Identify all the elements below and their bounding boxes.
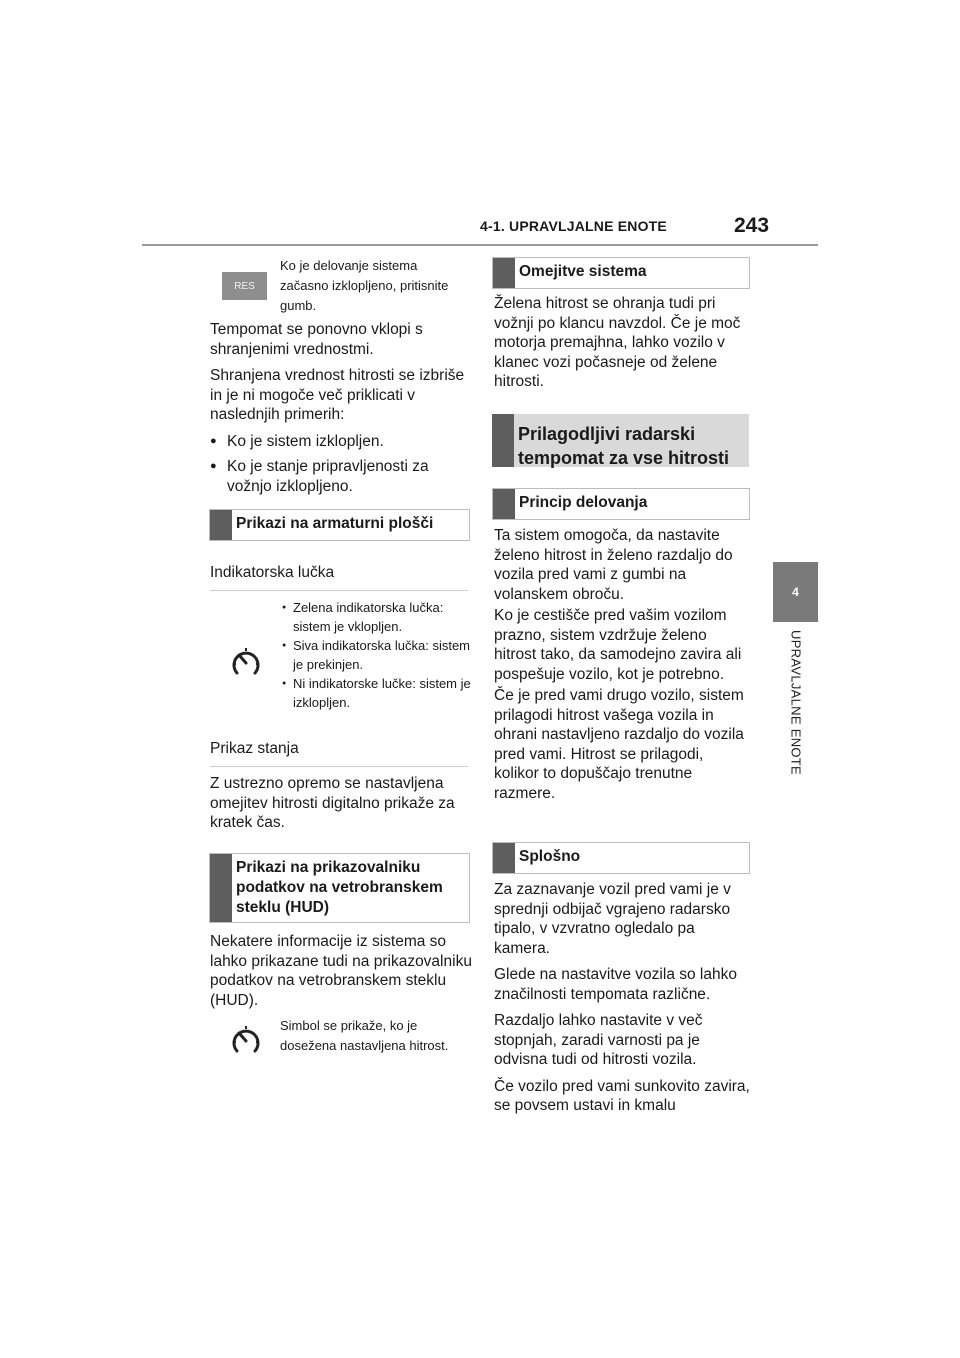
paragraph: Z ustrezno opremo se nastavljena omejite… [210,775,455,831]
paragraph: Želena hitrost se ohranja tudi pri vožnj… [494,295,741,390]
res-button-icon: RES [222,272,267,300]
paragraph: Glede na nastavitve vozila so lahko znač… [494,966,737,1003]
speedometer-icon [232,648,260,675]
left-text-block-3: Nekatere informacije iz sistema so lahko… [210,932,472,1017]
chapter-side-label: UPRAVLJALNE ENOTE [776,630,816,800]
res-note: Ko je delovanje sistema začasno izkloplj… [280,258,449,313]
paragraph: Razdaljo lahko nastavite v več stopnjah,… [494,1012,703,1068]
right-text-block-1: Želena hitrost se ohranja tudi pri vožnj… [494,294,750,399]
indicator-list: Zelena indikatorska lučka: sistem je vkl… [282,598,472,712]
section-header-text: Splošno [519,848,581,865]
section-header-general: Splošno [492,842,750,874]
section-header-limits: Omejitve sistema [492,257,750,289]
left-text-block-2: Z ustrezno opremo se nastavljena omejite… [210,774,472,840]
section-bar [210,510,232,540]
paragraph: Ko je cestišče pred vašim vozilom prazno… [494,607,742,683]
speedometer-icon [232,1026,260,1053]
section-title: 4-1. UPRAVLJALNE ENOTE [480,218,667,234]
header-divider [142,244,818,246]
paragraph: Tempomat se ponovno vklopi s shranjenimi… [210,321,423,358]
section-header-text: Princip delovanja [519,494,648,511]
list-item: Ko je sistem izklopljen. [210,432,472,452]
section-header-text: Omejitve sistema [519,263,647,280]
subheading-indicator: Indikatorska lučka [210,564,468,591]
section-header-dashboard: Prikazi na armaturni plošči [209,509,470,541]
right-text-block-3: Za zaznavanje vozil pred vami je v spred… [494,880,750,1123]
paragraph: Če je pred vami drugo vozilo, sistem pri… [494,687,744,802]
section-header-acc: Prilagodljivi radarski tempomat za vse h… [492,414,749,468]
paragraph: Nekatere informacije iz sistema so lahko… [210,933,472,1009]
section-bar [493,843,515,873]
left-text-block-1: Tempomat se ponovno vklopi s shranjenimi… [210,320,472,502]
section-header-text: Prikazi na armaturni plošči [236,515,434,532]
list-item: Ni indikatorske lučke: sistem je izklopl… [282,674,472,712]
section-bar [493,489,515,519]
paragraph: Shranjena vrednost hitrosti se izbriše i… [210,367,465,423]
section-bar [493,258,515,288]
section-bar [210,854,232,922]
chapter-side-label-text: UPRAVLJALNE ENOTE [788,630,804,776]
list-item: Zelena indikatorska lučka: sistem je vkl… [282,598,472,636]
paragraph: Za zaznavanje vozil pred vami je v spred… [494,881,731,957]
paragraph: Ta sistem omogoča, da nastavite želeno h… [494,527,733,603]
section-header-text: Prikazi na prikazovalniku podatkov na ve… [236,859,443,916]
list-item: Siva indikatorska lučka: sistem je preki… [282,636,472,674]
page-number: 243 [734,214,770,237]
section-header-hud: Prikazi na prikazovalniku podatkov na ve… [209,853,470,923]
paragraph: Če vozilo pred vami sunkovito zavira, se… [494,1077,750,1115]
subheading-status: Prikaz stanja [210,740,468,767]
section-header-principle: Princip delovanja [492,488,750,520]
right-text-block-2: Ta sistem omogoča, da nastavite želeno h… [494,526,750,810]
section-header-text: Prilagodljivi radarski tempomat za vse h… [518,424,730,468]
list-item: Ko je stanje pripravljenosti za vožnjo i… [210,457,472,496]
chapter-tab: 4 [773,562,818,622]
hud-note: Simbol se prikaže, ko je dosežena nastav… [280,1018,449,1053]
section-bar [492,414,514,467]
